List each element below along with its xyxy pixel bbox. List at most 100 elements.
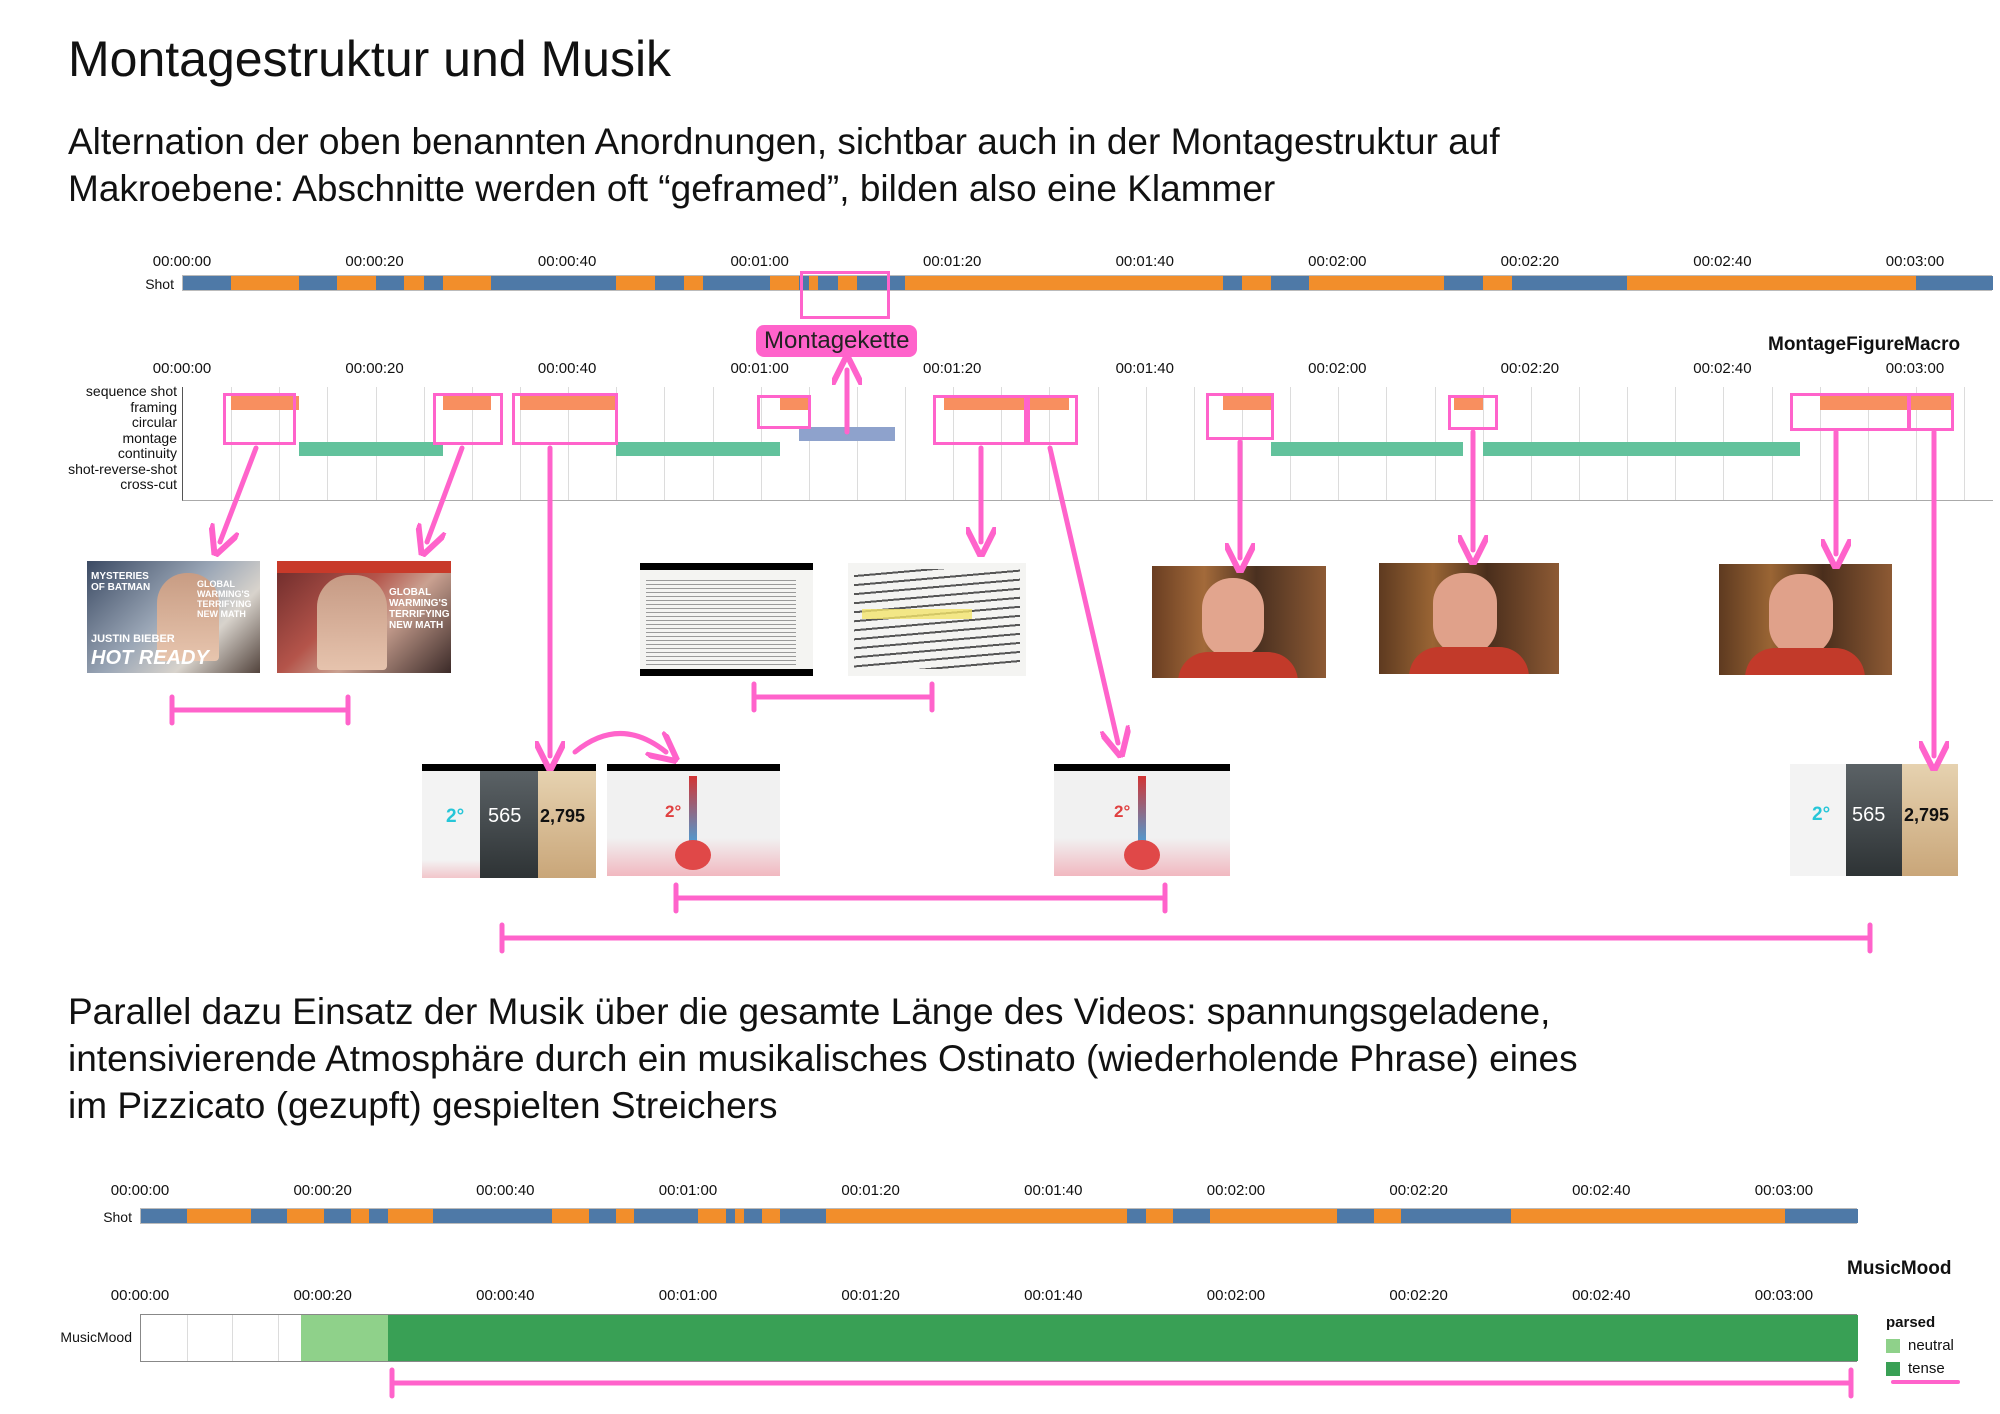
grid-line — [277, 1315, 279, 1361]
shot-segment — [1209, 1209, 1338, 1223]
shot-segment — [734, 1209, 744, 1223]
music-paragraph: Parallel dazu Einsatz der Musik über die… — [68, 988, 1578, 1129]
tick-label: 00:03:00 — [1754, 1287, 1814, 1304]
intro-paragraph: Alternation der oben benannten Anordnung… — [68, 118, 1500, 212]
montage-chain-highlight — [800, 271, 890, 319]
shot-segment — [433, 1209, 552, 1223]
music-segment-neutral — [300, 1315, 388, 1361]
macro-bar-continuity — [298, 442, 443, 456]
shot-segment — [183, 276, 232, 290]
framing-box-8 — [1448, 395, 1498, 430]
music-line-3: im Pizzicato (gezupft) gespielten Streic… — [68, 1085, 778, 1126]
shot-segment — [423, 276, 443, 290]
macro-row-label: shot-reverse-shot — [68, 460, 177, 477]
music-line-1: Parallel dazu Einsatz der Musik über die… — [68, 991, 1551, 1032]
tick-label: 00:00:00 — [152, 253, 212, 270]
tick-label: 00:01:00 — [730, 360, 789, 377]
macro-bar-framing — [779, 395, 809, 410]
tick-label: 00:02:00 — [1308, 360, 1367, 377]
legend-title: parsed — [1886, 1314, 1936, 1331]
tick-label: 00:01:20 — [923, 253, 982, 270]
tick-label: 00:02:40 — [1693, 360, 1752, 377]
shot-segment — [634, 1209, 699, 1223]
shot-segment — [702, 276, 771, 290]
shot-segment — [287, 1209, 324, 1223]
tick-label: 00:02:00 — [1308, 253, 1367, 270]
shot-row-label: Shot — [103, 1209, 132, 1225]
intro-line-1: Alternation der oben benannten Anordnung… — [68, 121, 1500, 162]
shot-segment — [231, 276, 299, 290]
framing-box-9 — [1790, 393, 1910, 431]
tick-label: 00:00:40 — [537, 360, 597, 377]
shot-segment — [743, 1209, 763, 1223]
shot-segment — [1915, 276, 1993, 290]
grid-line — [1193, 387, 1195, 500]
tick-label: 00:00:40 — [476, 1182, 535, 1199]
shot-segment — [250, 1209, 288, 1223]
grid-line — [1819, 387, 1821, 500]
macro-bar-framing — [1222, 395, 1271, 410]
shot-segment — [615, 1209, 635, 1223]
grid-line — [1964, 387, 1966, 500]
bracket-icon — [499, 922, 1873, 954]
macro-bar-framing — [231, 395, 299, 410]
tick-label: 00:00:20 — [345, 253, 404, 270]
macro-bar-framing — [943, 395, 1069, 410]
tick-label: 00:00:00 — [110, 1182, 170, 1199]
macro-bar-framing — [1819, 395, 1955, 410]
shot-segment — [1401, 1209, 1511, 1223]
thumbnail-speaker-2 — [1379, 563, 1559, 674]
macro-row-label: circular — [131, 414, 177, 430]
shot-segment — [683, 276, 703, 290]
grid-line — [1915, 387, 1917, 500]
macro-bar-framing — [442, 395, 492, 410]
shot-segment — [654, 276, 684, 290]
tick-label: 00:02:20 — [1500, 360, 1560, 377]
shot-segment — [369, 1209, 388, 1223]
shot-segment — [588, 1209, 616, 1223]
shot-segment — [141, 1209, 187, 1223]
shot-segment — [1784, 1209, 1858, 1223]
macro-grid — [182, 387, 1993, 501]
tick-label: 00:02:20 — [1389, 1287, 1448, 1304]
shot-segment — [1373, 1209, 1402, 1223]
macro-row-label: cross-cut — [120, 476, 177, 492]
music-bars — [140, 1314, 1858, 1362]
macro-bar-continuity — [616, 442, 780, 456]
shot-segment — [837, 276, 857, 290]
shot-segment — [725, 1209, 735, 1223]
thumbnail-speaker-1 — [1152, 566, 1326, 678]
tick-label: 00:00:40 — [537, 253, 597, 270]
tick-label: 00:01:20 — [841, 1182, 900, 1199]
tick-label: 00:02:40 — [1572, 1287, 1631, 1304]
bracket-icon — [673, 882, 1168, 914]
grid-line — [232, 1315, 234, 1361]
tick-label: 00:01:40 — [1024, 1287, 1083, 1304]
shot-segment — [1482, 276, 1512, 290]
shot-segment — [698, 1209, 726, 1223]
macro-bar-montage — [799, 426, 896, 441]
shot-segment — [404, 276, 424, 290]
tick-label: 00:00:20 — [293, 1287, 352, 1304]
shot-bars — [182, 275, 1993, 291]
shot-segment — [351, 1209, 370, 1223]
music-line-2: intensivierende Atmosphäre durch ein mus… — [68, 1038, 1578, 1079]
grid-line — [856, 387, 858, 500]
shot-segment — [780, 1209, 826, 1223]
legend-item-neutral: neutral — [1886, 1337, 1954, 1354]
music-chart-title: MusicMood — [1847, 1258, 1952, 1279]
tick-label: 00:01:20 — [923, 360, 982, 377]
bracket-icon — [169, 694, 351, 726]
thumbnail-speaker-3 — [1719, 564, 1892, 675]
shot-row-label: Shot — [145, 276, 174, 292]
bracket-icon — [389, 1367, 1854, 1399]
macro-bar-continuity — [1482, 442, 1801, 456]
shot-segment — [298, 276, 338, 290]
grid-line — [1242, 387, 1244, 500]
